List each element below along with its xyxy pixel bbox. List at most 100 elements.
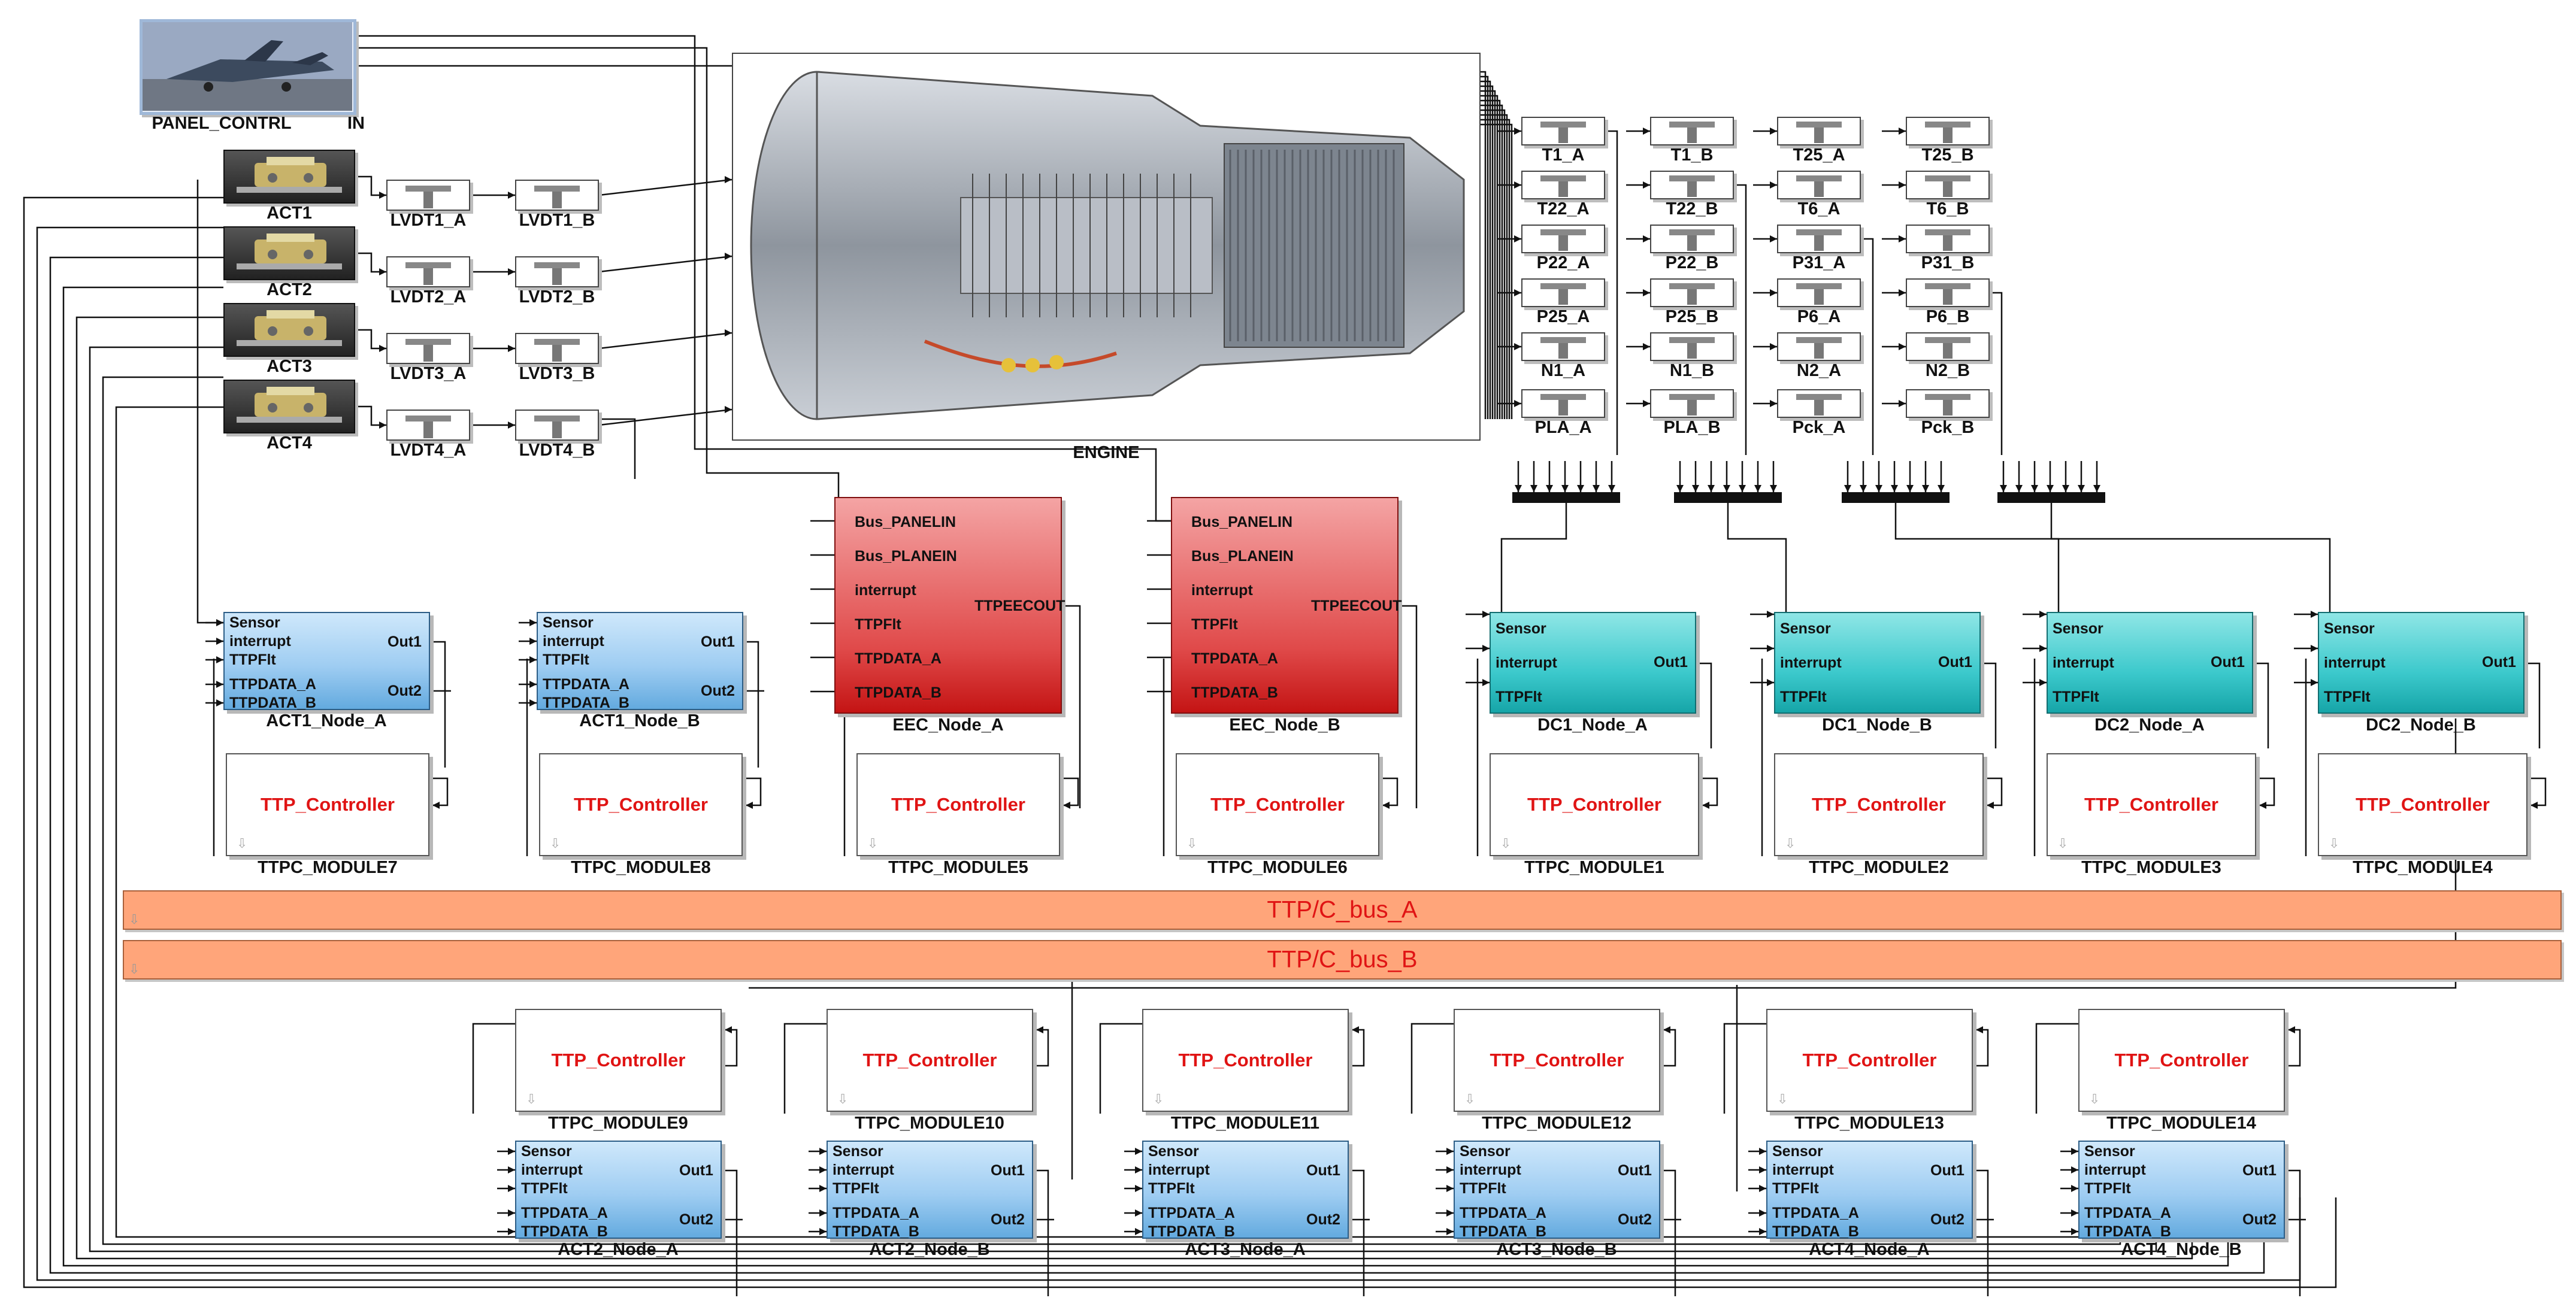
ttp-controller-module[interactable]: TTP_Controller⇩ [515, 1009, 722, 1112]
ttp-controller-module[interactable]: TTP_Controller⇩ [539, 753, 743, 856]
lvdt-block-a-1[interactable] [386, 180, 470, 211]
input-port-label: Bus_PLANEIN [1191, 548, 1294, 565]
act-node-label: ACT2_Node_B [869, 1240, 990, 1259]
ttp-controller-module[interactable]: TTP_Controller⇩ [226, 753, 429, 856]
sensor-icon [534, 262, 580, 285]
actuator-block-3[interactable] [223, 303, 355, 357]
lvdt-block-a-2[interactable] [386, 256, 470, 287]
engine-sensor-block[interactable] [1906, 389, 1990, 418]
ttp-controller-module[interactable]: TTP_Controller⇩ [856, 753, 1060, 856]
ttp-controller-module[interactable]: TTP_Controller⇩ [2318, 753, 2527, 856]
ttp-controller-module[interactable]: TTP_Controller⇩ [1490, 753, 1699, 856]
lvdt-block-a-4[interactable] [386, 410, 470, 441]
actuator-block-1[interactable] [223, 150, 355, 204]
lvdt-block-b-1[interactable] [515, 180, 599, 211]
engine-block[interactable] [732, 53, 1481, 441]
actuator-block-2[interactable] [223, 226, 355, 280]
down-arrow-icon: ⇩ [550, 836, 561, 851]
input-port-label: TTPDATA_B [855, 684, 942, 701]
input-port-label: Sensor [1496, 620, 1546, 637]
act-node-label: ACT1_Node_A [266, 711, 387, 730]
engine-sensor-block[interactable] [1650, 225, 1734, 253]
ttpc-bus-b[interactable]: TTP/C_bus_B⇩ [123, 940, 2562, 980]
actuator-block-4[interactable] [223, 380, 355, 433]
engine-sensor-block[interactable] [1906, 171, 1990, 199]
engine-sensor-block[interactable] [1777, 278, 1861, 307]
lvdt-block-a-3[interactable] [386, 333, 470, 364]
output-port-label: Out1 [1938, 654, 1972, 671]
sensor-icon [1669, 229, 1715, 251]
lvdt-block-b-4[interactable] [515, 410, 599, 441]
engine-sensor-block[interactable] [1906, 117, 1990, 145]
lvdt-block-b-3[interactable] [515, 333, 599, 364]
ttp-controller-module[interactable]: TTP_Controller⇩ [1766, 1009, 1973, 1112]
bus-title: TTP/C_bus_A [1267, 896, 1418, 923]
engine-sensor-block[interactable] [1906, 332, 1990, 361]
engine-sensor-block[interactable] [1650, 117, 1734, 145]
engine-sensor-block[interactable] [1521, 171, 1605, 199]
ttp-controller-module[interactable]: TTP_Controller⇩ [1774, 753, 1984, 856]
ttp-controller-module[interactable]: TTP_Controller⇩ [827, 1009, 1033, 1112]
engine-sensor-block[interactable] [1521, 332, 1605, 361]
panel-control-block[interactable] [140, 19, 356, 115]
ttp-module-label: TTPC_MODULE4 [2353, 858, 2493, 877]
input-port-label: TTPDATA_B [2084, 1223, 2171, 1240]
engine-sensor-block[interactable] [1521, 117, 1605, 145]
mux-bar [1997, 492, 2105, 503]
engine-sensor-label: P6_B [1926, 307, 1970, 326]
dc-node-label: DC2_Node_B [2366, 715, 2476, 735]
engine-sensor-label: P6_A [1797, 307, 1841, 326]
input-port-label: Sensor [1780, 620, 1831, 637]
sensor-icon [1925, 283, 1970, 305]
engine-sensor-block[interactable] [1906, 225, 1990, 253]
engine-sensor-block[interactable] [1777, 117, 1861, 145]
engine-sensor-label: T25_A [1793, 145, 1845, 165]
ttp-module-label: TTPC_MODULE12 [1482, 1114, 1631, 1133]
ttp-controller-module[interactable]: TTP_Controller⇩ [2078, 1009, 2285, 1112]
ttp-controller-title: TTP_Controller [261, 794, 395, 815]
lvdt-label: LVDT4_A [390, 441, 467, 460]
ttp-controller-module[interactable]: TTP_Controller⇩ [1142, 1009, 1349, 1112]
engine-sensor-block[interactable] [1521, 225, 1605, 253]
engine-label: ENGINE [1073, 443, 1140, 462]
input-port-label: Sensor [2324, 620, 2375, 637]
engine-sensor-block[interactable] [1777, 389, 1861, 418]
input-port-label: Bus_PANELIN [1191, 514, 1293, 530]
lvdt-block-b-2[interactable] [515, 256, 599, 287]
ttpc-bus-a[interactable]: TTP/C_bus_A⇩ [123, 890, 2562, 930]
input-port-label: interrupt [521, 1162, 583, 1178]
engine-sensor-block[interactable] [1650, 389, 1734, 418]
input-port-label: TTPDATA_B [1191, 684, 1278, 701]
engine-sensor-block[interactable] [1777, 171, 1861, 199]
engine-sensor-block[interactable] [1777, 225, 1861, 253]
engine-sensor-block[interactable] [1650, 332, 1734, 361]
ttp-module-label: TTPC_MODULE14 [2106, 1114, 2256, 1133]
engine-sensor-block[interactable] [1650, 278, 1734, 307]
engine-sensor-block[interactable] [1521, 389, 1605, 418]
engine-sensor-block[interactable] [1906, 278, 1990, 307]
actuator-label: ACT4 [267, 433, 312, 453]
ttp-controller-module[interactable]: TTP_Controller⇩ [1176, 753, 1379, 856]
ttp-controller-module[interactable]: TTP_Controller⇩ [1454, 1009, 1660, 1112]
engine-sensor-label: T22_A [1537, 199, 1590, 219]
input-port-label: TTPDATA_A [229, 676, 316, 693]
ttp-controller-module[interactable]: TTP_Controller⇩ [2047, 753, 2256, 856]
engine-sensor-block[interactable] [1521, 278, 1605, 307]
engine-sensor-block[interactable] [1650, 171, 1734, 199]
engine-sensor-block[interactable] [1777, 332, 1861, 361]
